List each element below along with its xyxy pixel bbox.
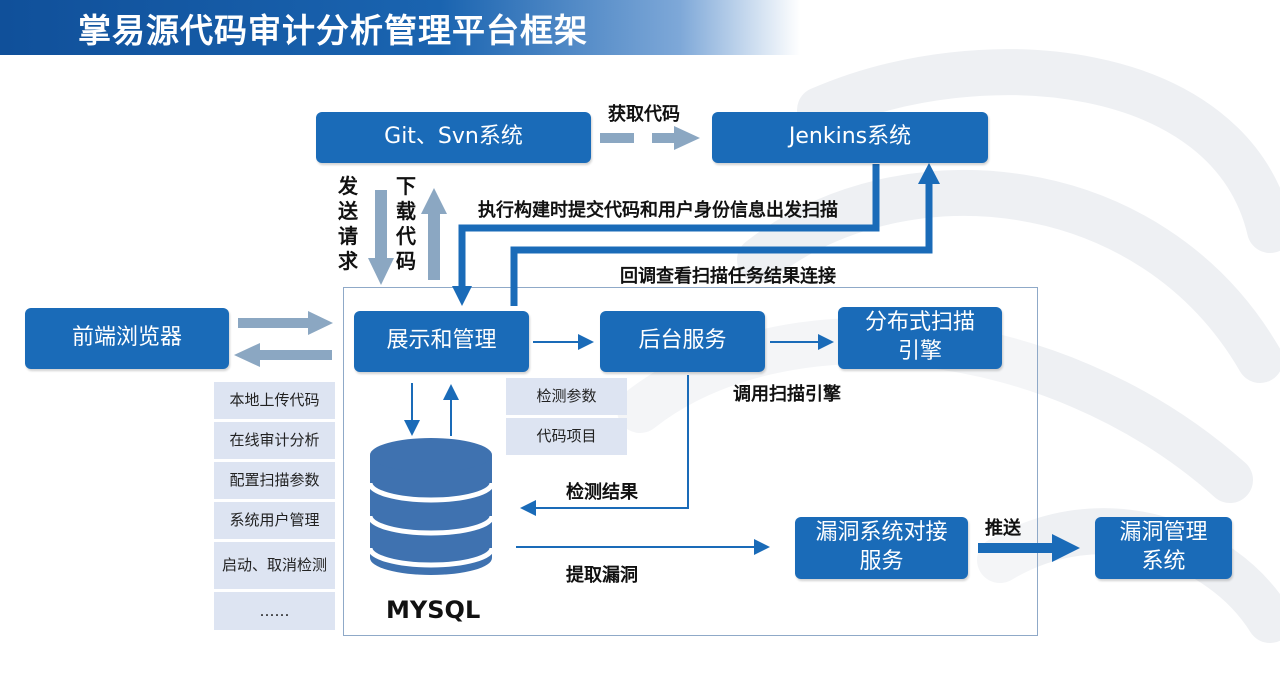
fetch-code-arrow [600,126,700,150]
display-management-box: 展示和管理 [354,311,529,372]
download-code-label: 下载代码 [396,174,416,273]
call-engine-label: 调用扫描引擎 [733,384,841,405]
side-item: 配置扫描参数 [214,462,335,499]
push-label: 推送 [985,518,1021,539]
frontend-browser-box: 前端浏览器 [25,308,229,369]
detect-result-arrow [520,375,689,516]
side-item: 本地上传代码 [214,382,335,419]
fetch-code-label: 获取代码 [608,104,680,125]
param-item: 检测参数 [506,378,627,415]
manage-to-frontend-arrow [234,343,332,367]
database-icon [367,438,495,575]
callback-label: 回调查看扫描任务结果连接 [620,266,836,287]
title-bar [0,0,800,55]
push-arrow [978,534,1080,562]
vuln-interface-service-box: 漏洞系统对接服务 [795,517,968,579]
backend-service-box: 后台服务 [600,311,765,372]
vuln-management-system-box: 漏洞管理系统 [1095,517,1232,579]
page-title: 掌易源代码审计分析管理平台框架 [78,11,588,50]
download-code-arrow [421,188,447,280]
side-item: 启动、取消检测 [214,542,335,589]
database-label: MYSQL [386,596,481,624]
callback-arrow [510,182,933,306]
param-item: 代码项目 [506,418,627,455]
send-request-arrow [368,190,394,285]
side-item: 在线审计分析 [214,422,335,459]
send-request-label: 发送请求 [338,174,358,273]
git-svn-system-box: Git、Svn系统 [316,112,591,163]
extract-vuln-label: 提取漏洞 [566,565,638,586]
side-item: …… [214,592,335,630]
scan-engine-box: 分布式扫描引擎 [838,307,1002,369]
frontend-to-manage-arrow [238,311,333,335]
jenkins-to-manage-arrow [458,164,880,290]
trigger-scan-label: 执行构建时提交代码和用户身份信息出发扫描 [478,200,838,221]
side-item: 系统用户管理 [214,502,335,539]
jenkins-system-box: Jenkins系统 [712,112,988,163]
detect-result-label: 检测结果 [566,482,638,503]
